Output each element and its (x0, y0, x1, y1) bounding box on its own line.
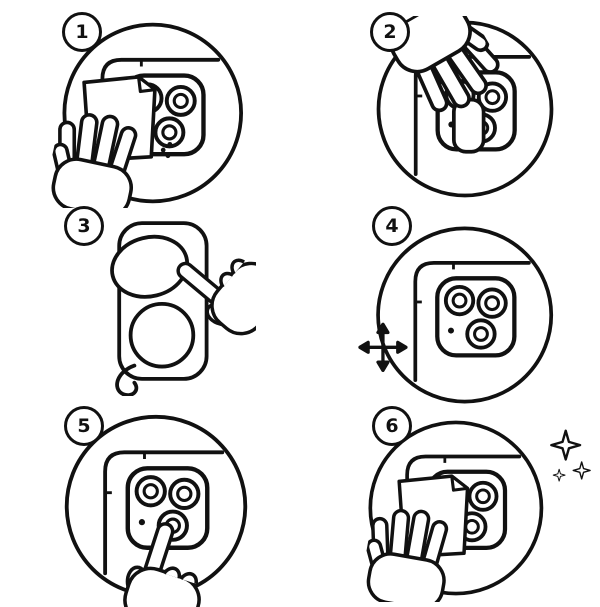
step-4-number-badge: 4 (372, 206, 412, 246)
step-number: 1 (75, 21, 89, 43)
step-6-panel: 6 (300, 400, 600, 602)
step-2-number-badge: 2 (370, 12, 410, 52)
sparkle-icon (572, 461, 591, 480)
hand-placing-protector-on-phone-icon (110, 221, 256, 396)
upper-protector-disc (110, 234, 190, 299)
camera-module-alignment-arrows-icon (358, 220, 558, 410)
step-6-number-badge: 6 (372, 406, 412, 446)
peel-tab (115, 363, 139, 396)
step-number: 4 (385, 215, 399, 237)
step-number: 2 (383, 21, 397, 43)
step-2-panel: 2 (300, 0, 600, 200)
step-number: 5 (77, 415, 91, 437)
step-1-number-badge: 1 (62, 12, 102, 52)
step-5-number-badge: 5 (64, 406, 104, 446)
hand-wiping-camera-with-cloth-icon (48, 18, 248, 208)
step-number: 6 (385, 415, 399, 437)
sparkle-icon (550, 429, 582, 461)
lower-protector-disc (128, 301, 196, 369)
sparkle-icon (552, 468, 566, 482)
magnifier-circle (378, 228, 551, 401)
step-3-number-badge: 3 (64, 206, 104, 246)
step-4-panel: 4 (300, 200, 600, 400)
step-number: 3 (77, 215, 91, 237)
step-3-panel: 3 (0, 200, 300, 400)
dust-specks (160, 141, 173, 159)
step-5-panel: 5 (0, 400, 300, 607)
step-1-panel: 1 (0, 0, 300, 208)
hand-peeling-film-on-camera-icon (372, 16, 558, 202)
